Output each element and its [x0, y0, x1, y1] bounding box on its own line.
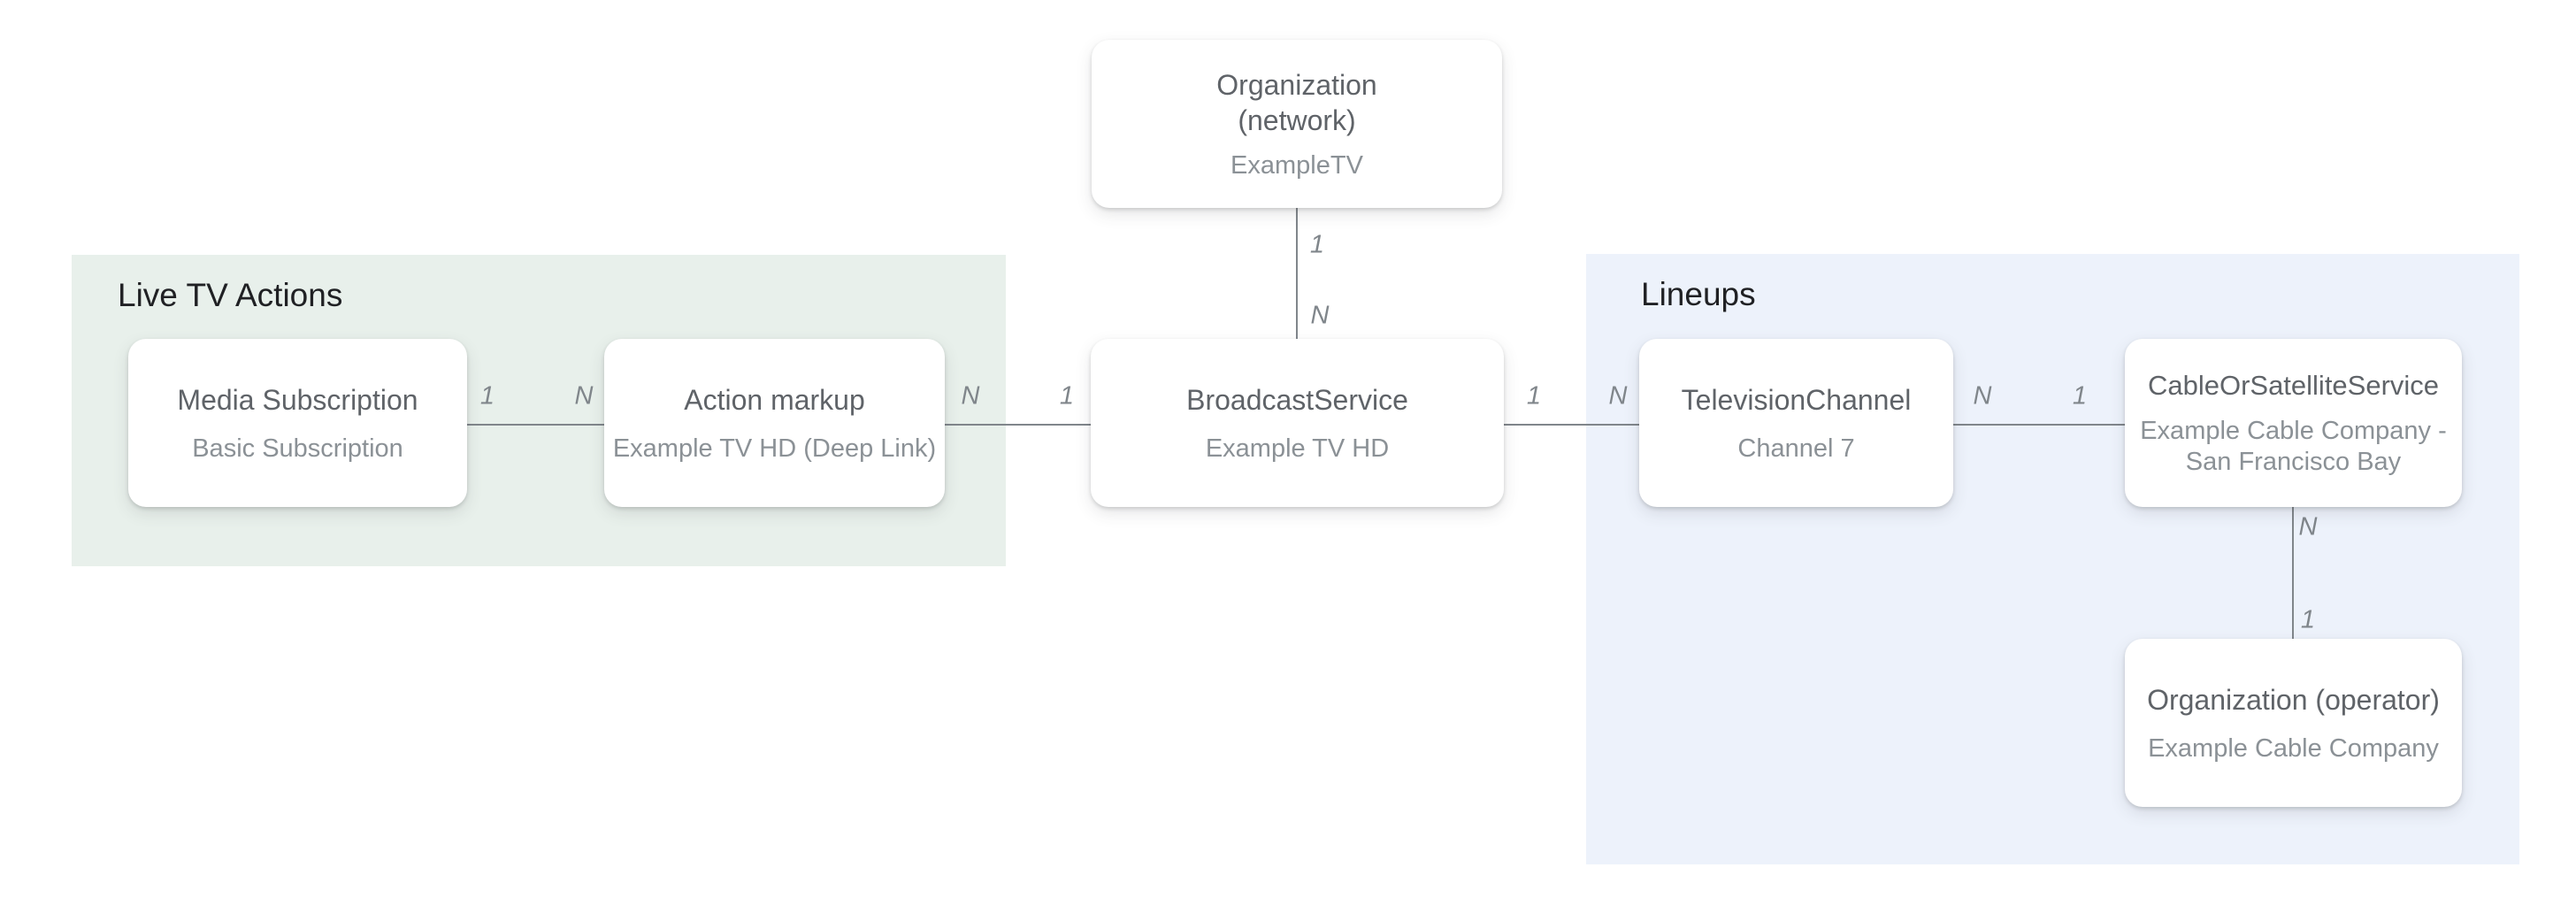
- node-title: CableOrSatelliteService: [2147, 370, 2440, 401]
- node-subtitle: Example TV HD (Deep Link): [612, 434, 937, 463]
- node-title: Media Subscription: [177, 383, 418, 416]
- cardinality-label: 1: [479, 381, 495, 411]
- node-title: BroadcastService: [1186, 383, 1408, 416]
- cardinality-label: N: [574, 381, 594, 411]
- node-media-subscription: Media Subscription Basic Subscription: [128, 339, 467, 507]
- node-subtitle: San Francisco Bay: [2185, 448, 2402, 476]
- node-title: Action markup: [684, 383, 865, 416]
- edge-network-to-broadcastservice: [1296, 208, 1298, 339]
- cardinality-label: N: [1973, 381, 1992, 411]
- node-organization-operator: Organization (operator) Example Cable Co…: [2125, 639, 2462, 807]
- edge-broadcastservice-to-televisionchannel: [1504, 424, 1639, 426]
- cardinality-label: N: [1608, 381, 1628, 411]
- node-title: Organization: [1216, 68, 1377, 101]
- cardinality-label: 1: [1059, 381, 1075, 411]
- node-subtitle: Channel 7: [1737, 434, 1855, 463]
- node-organization-network: Organization (network) ExampleTV: [1092, 40, 1502, 208]
- cardinality-label: N: [961, 381, 980, 411]
- node-subtitle: ExampleTV: [1230, 150, 1363, 180]
- node-subtitle: Example TV HD: [1205, 434, 1390, 463]
- node-action-markup: Action markup Example TV HD (Deep Link): [604, 339, 945, 507]
- cardinality-label: 1: [1309, 230, 1325, 259]
- cardinality-label: N: [2298, 512, 2318, 541]
- node-title: (network): [1238, 104, 1356, 136]
- node-title: Organization (operator): [2147, 683, 2440, 716]
- node-television-channel: TelevisionChannel Channel 7: [1639, 339, 1953, 507]
- cardinality-label: 1: [2300, 605, 2316, 634]
- node-broadcast-service: BroadcastService Example TV HD: [1091, 339, 1504, 507]
- edge-actionmarkup-to-broadcastservice: [945, 424, 1091, 426]
- node-title: TelevisionChannel: [1681, 383, 1912, 416]
- edge-televisionchannel-to-cableservice: [1953, 424, 2125, 426]
- node-subtitle: Example Cable Company: [2148, 733, 2439, 763]
- cardinality-label: 1: [2072, 381, 2088, 411]
- cardinality-label: 1: [1526, 381, 1542, 411]
- node-cable-or-satellite-service: CableOrSatelliteService Example Cable Co…: [2125, 339, 2462, 507]
- group-title-live-tv-actions: Live TV Actions: [118, 277, 343, 313]
- node-subtitle: Example Cable Company -: [2140, 417, 2447, 445]
- group-title-lineups: Lineups: [1641, 276, 1756, 312]
- edge-cableservice-to-operator: [2292, 507, 2294, 639]
- node-subtitle: Basic Subscription: [192, 434, 403, 463]
- cardinality-label: N: [1310, 301, 1330, 330]
- edge-mediasubscription-to-actionmarkup: [467, 424, 604, 426]
